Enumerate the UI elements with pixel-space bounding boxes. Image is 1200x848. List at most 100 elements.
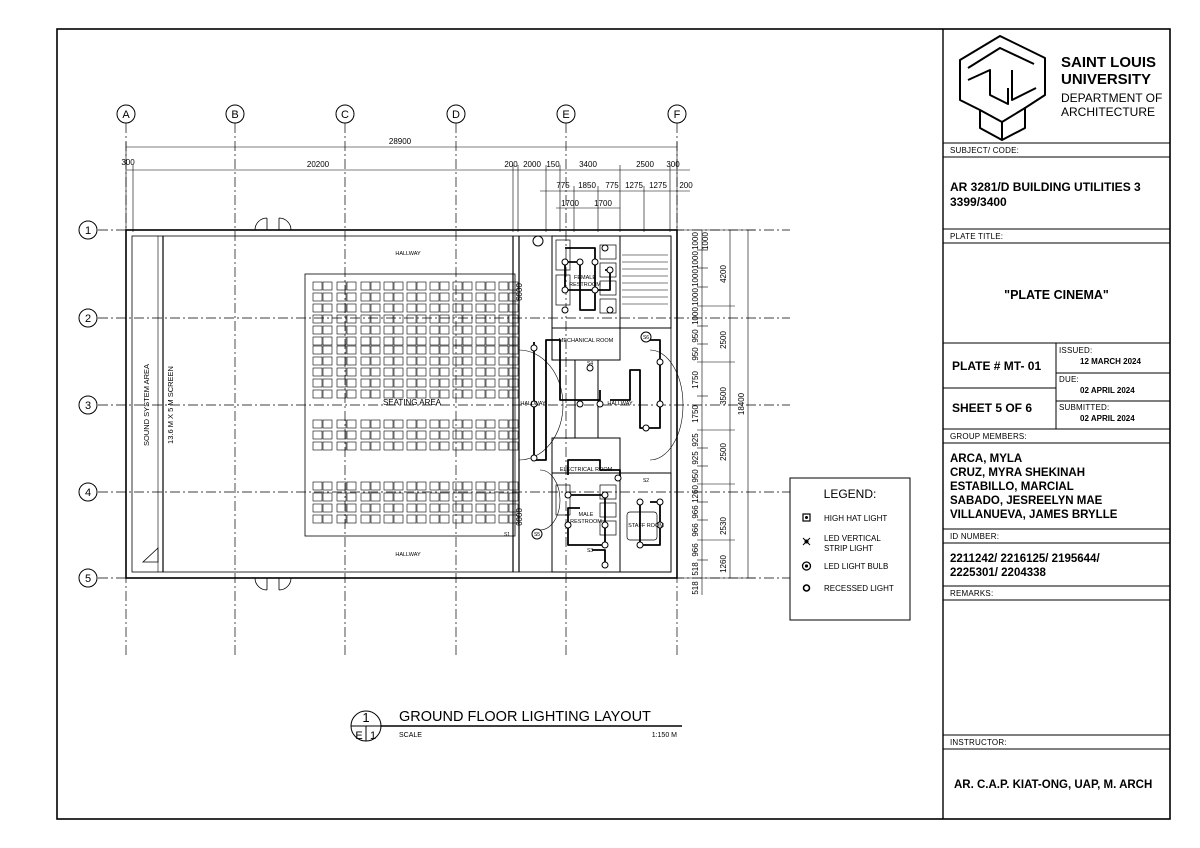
seat: [462, 292, 473, 302]
seat: [452, 367, 463, 377]
seat: [322, 419, 333, 429]
seat: [406, 419, 417, 429]
seat: [498, 336, 509, 346]
seat: [393, 481, 404, 491]
seat: [452, 345, 463, 355]
dim-right-mid-1: 2500: [719, 331, 728, 349]
seat: [475, 314, 486, 324]
seat: [312, 367, 323, 377]
seat: [383, 492, 394, 502]
seat: [439, 492, 450, 502]
seat: [452, 356, 463, 366]
grid-row-3: 3: [85, 400, 91, 412]
switch-s2: S2: [643, 478, 649, 484]
id-number-label: ID NUMBER:: [950, 532, 1000, 541]
seat: [485, 481, 496, 491]
dim-right-inner-6: 950: [691, 329, 700, 343]
seat: [452, 492, 463, 502]
seat: [346, 441, 357, 451]
seat: [452, 514, 463, 524]
drawing-ref: E: [355, 730, 362, 742]
seat: [393, 281, 404, 291]
legend-item-led-vertical: LED VERTICAL: [824, 534, 881, 543]
seat: [508, 514, 519, 524]
seat: [383, 503, 394, 513]
seat: [485, 336, 496, 346]
seat: [360, 325, 371, 335]
seat: [508, 356, 519, 366]
seat: [360, 378, 371, 388]
seat: [393, 378, 404, 388]
seat: [508, 441, 519, 451]
instructor-name: AR. C.A.P. KIAT-ONG, UAP, M. ARCH: [954, 779, 1153, 791]
seat: [452, 378, 463, 388]
seat: [429, 441, 440, 451]
seat: [360, 430, 371, 440]
seat: [322, 492, 333, 502]
seat: [383, 336, 394, 346]
seat: [475, 481, 486, 491]
label-screen: 13.6 M X 5 M SCREEN: [166, 366, 175, 444]
seat: [452, 481, 463, 491]
dim-right-inner-2: 1000: [691, 269, 700, 287]
seat: [370, 303, 381, 313]
seat: [360, 345, 371, 355]
dim-right-inner-17: 518: [691, 562, 700, 576]
legend-title: LEGEND:: [824, 487, 877, 501]
seat: [508, 430, 519, 440]
drawing-title: GROUND FLOOR LIGHTING LAYOUT: [399, 709, 651, 725]
switch-s4: S4: [587, 361, 593, 367]
seat: [406, 492, 417, 502]
seat: [370, 336, 381, 346]
seat: [370, 314, 381, 324]
seat: [336, 281, 347, 291]
legend-item-led-bulb: LED LIGHT BULB: [824, 562, 888, 571]
seat: [439, 389, 450, 399]
seat: [383, 378, 394, 388]
drawing-number: 1: [362, 710, 369, 725]
seat: [346, 514, 357, 524]
dim-mid-2: 775: [605, 181, 619, 190]
seat: [498, 356, 509, 366]
seat: [312, 503, 323, 513]
dim-overall-width: 28900: [389, 137, 412, 146]
member-5: VILLANUEVA, JAMES BRYLLE: [950, 509, 1118, 521]
seat: [360, 514, 371, 524]
issued-date: 12 MARCH 2024: [1080, 357, 1141, 366]
seat: [439, 281, 450, 291]
seat: [322, 314, 333, 324]
seat: [312, 419, 323, 429]
seat: [429, 314, 440, 324]
seat: [475, 389, 486, 399]
seat: [393, 389, 404, 399]
dim-top-6: 2500: [636, 160, 654, 169]
seat: [406, 430, 417, 440]
drawing-scale: 1:150 M: [652, 732, 677, 739]
seat: [485, 367, 496, 377]
seat: [336, 430, 347, 440]
seat: [406, 503, 417, 513]
seat: [498, 492, 509, 502]
seat: [370, 503, 381, 513]
seat: [360, 367, 371, 377]
seat: [370, 441, 381, 451]
seat: [485, 503, 496, 513]
seat: [383, 314, 394, 324]
seat: [485, 314, 496, 324]
seat: [393, 503, 404, 513]
seat: [452, 292, 463, 302]
seat: [370, 292, 381, 302]
seat: [416, 503, 427, 513]
grid-col-e: E: [562, 109, 569, 121]
seat: [393, 430, 404, 440]
seat: [462, 303, 473, 313]
seat: [360, 503, 371, 513]
seat: [498, 503, 509, 513]
seat: [485, 345, 496, 355]
seat: [336, 492, 347, 502]
dim-inner-left-1: 6000: [515, 508, 524, 526]
seat: [439, 430, 450, 440]
seat: [383, 481, 394, 491]
seat: [370, 281, 381, 291]
dim-top-2: 200: [504, 160, 518, 169]
